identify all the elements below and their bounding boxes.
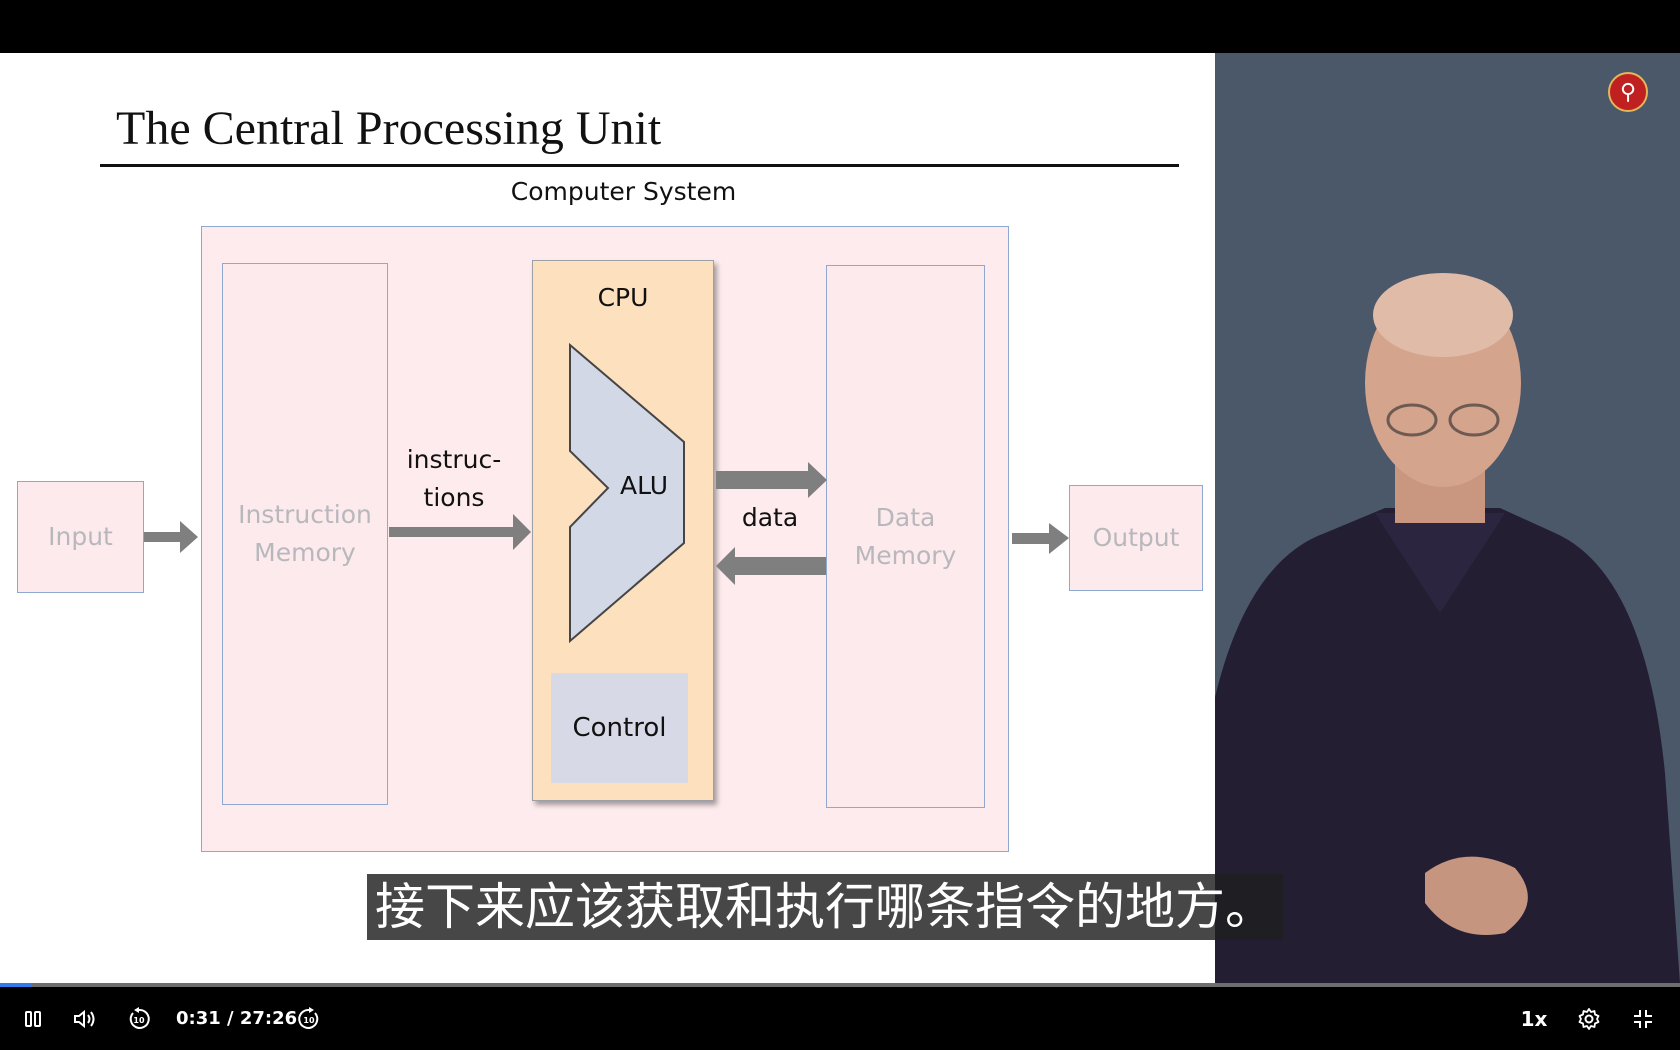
pause-button[interactable]: [18, 987, 48, 1050]
rewind-10-icon: 10: [129, 1006, 150, 1029]
instruction-memory-label: Instruction Memory: [238, 500, 372, 567]
data-memory-box: Data Memory: [826, 265, 985, 808]
instructions-arrow: [389, 514, 531, 550]
slide-title: The Central Processing Unit: [116, 102, 662, 155]
player-controls: 10 0:31 / 27:26 10 1x: [0, 987, 1680, 1050]
data-label: data: [741, 503, 799, 532]
university-logo-icon: ⚲: [1608, 72, 1648, 112]
input-arrow: [144, 521, 198, 553]
output-box: Output: [1069, 485, 1203, 591]
input-label: Input: [48, 522, 113, 551]
presenter-video-area: ⚲: [1185, 53, 1680, 983]
fullscreen-button[interactable]: [1628, 987, 1658, 1050]
svg-text:10: 10: [303, 1016, 315, 1025]
presenter-figure: [1185, 273, 1680, 983]
alu-shape: [569, 342, 685, 644]
settings-button[interactable]: [1574, 987, 1604, 1050]
diagram-shapes: [144, 342, 1069, 644]
control-label: Control: [572, 713, 667, 743]
instructions-label: instruc- tions: [406, 445, 502, 512]
progress-fill: [0, 983, 32, 987]
volume-icon: [74, 1009, 95, 1028]
input-box: Input: [17, 481, 144, 593]
rewind-10-button[interactable]: 10: [124, 987, 154, 1050]
alu-label: ALU: [620, 471, 669, 500]
computer-system-label: Computer System: [510, 177, 737, 206]
cpu-label: CPU: [597, 283, 649, 312]
data-memory-label: Data Memory: [854, 502, 957, 570]
progress-bar[interactable]: [0, 983, 1680, 987]
data-arrow-right: [716, 462, 827, 498]
output-arrow: [1012, 523, 1069, 554]
subtitle-caption: 接下来应该获取和执行哪条指令的地方。: [367, 874, 1283, 940]
control-box: Control: [551, 673, 688, 783]
arrows: [144, 462, 1069, 585]
time-display: 0:31 / 27:26: [176, 1008, 298, 1029]
video-player-viewport[interactable]: The Central Processing Unit Computer Sys…: [0, 53, 1680, 983]
volume-button[interactable]: [70, 987, 100, 1050]
pause-icon: [25, 1010, 41, 1027]
svg-text:10: 10: [133, 1016, 145, 1025]
title-underline: [100, 164, 1179, 167]
forward-10-button[interactable]: 10: [294, 987, 324, 1050]
fullscreen-icon: [1634, 1009, 1652, 1028]
output-label: Output: [1092, 523, 1180, 552]
forward-10-icon: 10: [298, 1006, 319, 1029]
data-arrow-left: [716, 547, 826, 585]
playback-speed-button[interactable]: 1x: [1520, 1006, 1548, 1031]
settings-icon: [1578, 1007, 1600, 1030]
lecture-slide: The Central Processing Unit Computer Sys…: [0, 53, 1215, 983]
instruction-memory-box: Instruction Memory: [222, 263, 388, 805]
